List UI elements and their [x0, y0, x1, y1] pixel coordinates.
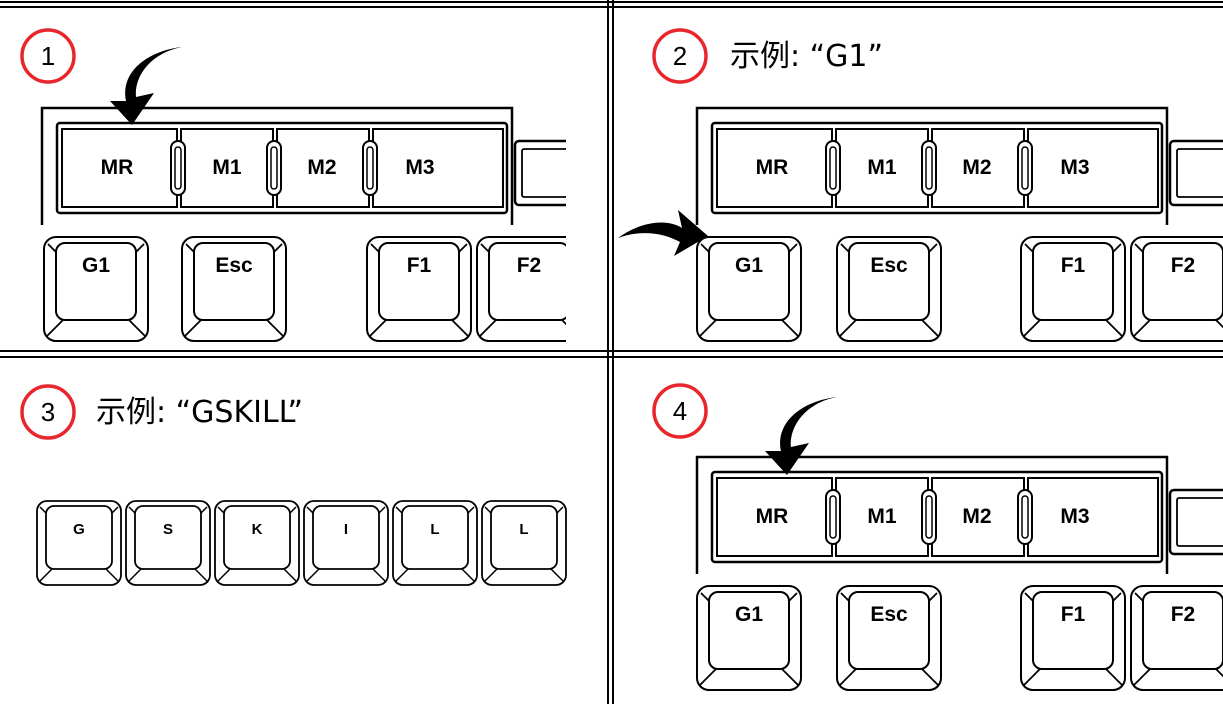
step-badge-4: 4 — [652, 383, 708, 439]
macro-key-mr: MR — [756, 156, 789, 179]
key-letter: S — [163, 521, 173, 538]
macro-key-mr: MR — [101, 156, 134, 179]
macro-key-m1: M1 — [212, 156, 241, 179]
pointer-arrow-icon — [765, 397, 837, 475]
step-number: 4 — [673, 396, 687, 426]
key-esc: Esc — [215, 254, 253, 277]
macro-key-m2: M2 — [307, 156, 336, 179]
panel-3: 3 示例: “GSKILL” G S K I L L — [20, 384, 567, 586]
key-f2: F2 — [517, 254, 542, 277]
macro-key-m3: M3 — [1060, 505, 1089, 528]
panel-2: 2 示例: “G1” MR M1 M2 M3 G1 Esc F1 F2 — [618, 28, 1223, 342]
macro-key-mr: MR — [756, 505, 789, 528]
macro-key-m2: M2 — [962, 156, 991, 179]
key-f1: F1 — [1061, 254, 1086, 277]
key-f2: F2 — [1171, 603, 1196, 626]
step-badge-2: 2 — [652, 28, 708, 84]
panel-4: 4 MR M1 M2 M3 G1 Esc F1 F2 — [652, 383, 1223, 691]
macro-key-m3: M3 — [405, 156, 434, 179]
key-g1: G1 — [82, 254, 110, 277]
step-badge-1: 1 — [20, 28, 76, 84]
panel-caption: 示例: “G1” — [730, 39, 883, 74]
pointer-arrow-icon — [110, 47, 182, 125]
key-letter: K — [252, 521, 263, 538]
macro-key-m1: M1 — [867, 505, 896, 528]
key-f1: F1 — [1061, 603, 1086, 626]
key-letter: I — [344, 521, 348, 538]
key-f2: F2 — [1171, 254, 1196, 277]
key-g1: G1 — [735, 603, 763, 626]
step-number: 2 — [673, 41, 687, 71]
panel-1: 1 MR M1 M2 M3 G1 Esc F1 F2 — [20, 28, 566, 342]
key-letter: G — [73, 521, 85, 538]
key-esc: Esc — [870, 254, 908, 277]
key-f1: F1 — [407, 254, 432, 277]
macro-key-m2: M2 — [962, 505, 991, 528]
step-number: 3 — [41, 397, 55, 427]
key-letter: L — [519, 521, 528, 538]
key-g1: G1 — [735, 254, 763, 277]
key-letter: L — [430, 521, 439, 538]
step-badge-3: 3 — [20, 384, 76, 440]
macro-key-m3: M3 — [1060, 156, 1089, 179]
panel-caption: 示例: “GSKILL” — [96, 395, 303, 430]
pointer-arrow-icon — [618, 210, 708, 256]
step-number: 1 — [41, 41, 55, 71]
key-esc: Esc — [870, 603, 908, 626]
macro-key-m1: M1 — [867, 156, 896, 179]
